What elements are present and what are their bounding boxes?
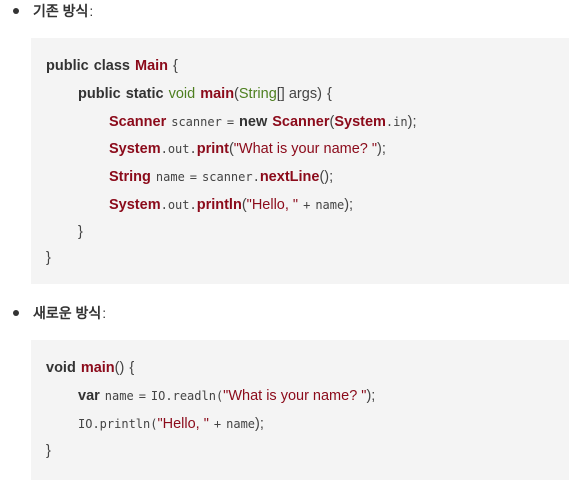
code-line: System .out. print ( "What is your name?… [109,138,386,160]
brace: { [326,86,332,102]
line-end: (); [319,169,334,185]
param-args: args [284,86,318,102]
code-line: } [46,440,51,462]
keyword-class: class [93,58,130,74]
class-name: Main [135,58,169,74]
ctor-scanner: Scanner [272,114,330,130]
parens: () [114,360,125,376]
field-out: .out. [160,198,197,212]
paren: ( [329,114,335,130]
keyword-new: new [239,114,268,130]
call-io-readln: IO.readln( [150,389,224,403]
keyword-public: public [46,58,89,74]
code-line: var name = IO.readln( "What is your name… [78,385,375,407]
operator-eq: = [226,115,235,129]
paren: ( [228,141,234,157]
type-system: System [109,197,161,213]
operator-plus: + [303,198,311,212]
code-block-old: public class Main { public static void m… [31,38,569,284]
var-name: name [226,417,256,431]
code-block-new: void main () { var name = IO.readln( "Wh… [31,340,569,480]
string-literal: "Hello, " [157,416,209,432]
keyword-void: void [168,86,196,102]
string-literal: "Hello, " [246,197,299,213]
keyword-var: var [78,388,100,404]
brace: } [46,443,51,459]
var-name: name [155,170,185,184]
type-string: String [238,86,277,102]
code-line: void main () { [46,357,134,379]
operator-plus: + [213,417,222,431]
keyword-static: static [125,86,164,102]
operator-eq: = [189,170,198,184]
call-io-println: IO.println( [78,417,158,431]
method-main: main [200,86,235,102]
bullet-colon: : [89,3,94,19]
paren: ) [317,86,322,102]
code-line: IO.println( "Hello, " + name ); [78,413,264,435]
method-nextline: nextLine [259,169,320,185]
code-line: String name = scanner. nextLine (); [109,166,333,188]
keyword-void: void [46,360,76,376]
bullet-new-approach: 새로운 방식 : [10,303,106,323]
var-scanner: scanner [171,115,222,129]
field-out: .out. [160,142,197,156]
line-end: ); [255,416,264,432]
code-line: Scanner scanner = new Scanner ( System .… [109,111,416,133]
bullet-colon: : [102,305,107,321]
string-literal: "What is your name? " [223,388,367,404]
method-main: main [80,360,115,376]
var-name: name [104,389,134,403]
type-system: System [109,141,161,157]
bullet-label: 기존 방식 [33,3,89,19]
brace: } [46,250,51,266]
string-literal: "What is your name? " [233,141,378,157]
array-brackets: [] [276,86,285,102]
line-end: ); [366,388,376,404]
code-line: } [46,247,51,269]
field-in: .in [385,115,408,129]
keyword-public: public [78,86,121,102]
code-line: } [78,221,83,243]
brace: } [78,224,83,240]
paren: ( [234,86,239,102]
method-print: print [196,141,229,157]
code-line: public static void main ( String [] args… [78,83,332,105]
method-println: println [196,197,242,213]
code-line: System .out. println ( "Hello, " + name … [109,194,353,216]
bullet-dot [13,310,19,316]
code-line: public class Main { [46,55,178,77]
operator-eq: = [138,389,146,403]
type-scanner: Scanner [109,114,167,130]
type-string: String [109,169,151,185]
object-scanner: scanner. [202,170,260,184]
var-name: name [315,198,345,212]
type-system: System [334,114,386,130]
brace: { [129,360,135,376]
bullet-dot [13,8,19,14]
bullet-old-approach: 기존 방식 : [10,1,93,21]
paren: ( [241,197,247,213]
line-end: ); [407,114,417,130]
line-end: ); [344,197,354,213]
line-end: ); [377,141,386,157]
brace: { [173,58,178,74]
bullet-label: 새로운 방식 [33,305,102,321]
